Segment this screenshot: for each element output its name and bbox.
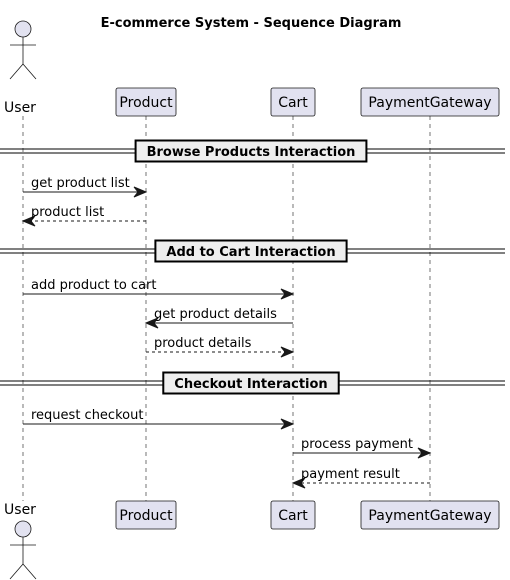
message-label: payment result [301, 467, 400, 482]
participant-label: Product [119, 508, 173, 524]
message-arrow: payment result [291, 467, 430, 489]
diagram-title: E-commerce System - Sequence Diagram [101, 16, 402, 31]
actor-label: User [4, 502, 36, 518]
participant-label: PaymentGateway [368, 95, 491, 111]
participant-label: PaymentGateway [368, 508, 491, 524]
message-label: get product list [31, 176, 130, 191]
section-divider: Add to Cart Interaction [0, 239, 505, 263]
actor-head [14, 20, 32, 38]
participant-box [270, 87, 316, 117]
message-arrow: add product to cart [23, 278, 295, 300]
participant-box [360, 500, 500, 530]
divider-label: Add to Cart Interaction [166, 245, 335, 260]
divider-label-box [162, 371, 340, 395]
arrowhead [280, 288, 295, 300]
actor-right-leg [22, 563, 37, 580]
message-arrow: request checkout [23, 408, 295, 430]
message-arrow: product details [146, 336, 295, 358]
message-label: get product details [154, 307, 277, 322]
participant-gateway-top: PaymentGateway [360, 87, 500, 117]
message-arrow: process payment [293, 437, 432, 459]
actor-right-leg [22, 63, 37, 80]
participant-product-bottom: Product [115, 500, 177, 530]
message-arrow: get product details [144, 307, 293, 329]
actor-left-leg [9, 563, 24, 580]
arrowhead [280, 346, 295, 358]
diagram-body: Browse Products Interaction get product l… [0, 139, 505, 489]
participant-gateway-bottom: PaymentGateway [360, 500, 500, 530]
actor-user-bottom: User [4, 502, 37, 580]
divider-label: Checkout Interaction [174, 377, 327, 392]
lifelines [22, 116, 431, 501]
section-divider: Checkout Interaction [0, 371, 505, 395]
participant-cart-top: Cart [270, 87, 316, 117]
participant-heads: UserUserProductProductCartCartPaymentGat… [4, 20, 500, 580]
message-label: product details [154, 336, 252, 351]
participant-box [115, 87, 177, 117]
arrowhead [291, 477, 306, 489]
participant-box [360, 87, 500, 117]
message-label: product list [31, 205, 104, 220]
message-label: process payment [301, 437, 413, 452]
message-label: add product to cart [31, 278, 156, 293]
participant-box [270, 500, 316, 530]
actor-left-leg [9, 63, 24, 80]
message-arrow: product list [21, 205, 146, 227]
divider-label: Browse Products Interaction [147, 145, 356, 160]
participant-label: Product [119, 95, 173, 111]
message-arrow: get product list [23, 176, 148, 198]
participant-label: Cart [278, 508, 308, 524]
participant-product-top: Product [115, 87, 177, 117]
arrowhead [21, 215, 36, 227]
arrowhead [133, 186, 148, 198]
arrowhead [144, 317, 159, 329]
message-label: request checkout [31, 408, 143, 423]
participant-box [115, 500, 177, 530]
participant-label: Cart [278, 95, 308, 111]
participant-cart-bottom: Cart [270, 500, 316, 530]
arrowhead [417, 447, 432, 459]
arrowhead [280, 418, 295, 430]
divider-label-box [134, 139, 368, 163]
actor-head [14, 520, 32, 538]
divider-label-box [154, 239, 348, 263]
section-divider: Browse Products Interaction [0, 139, 505, 163]
actor-label: User [4, 100, 36, 116]
actor-user-top: User [4, 20, 37, 116]
